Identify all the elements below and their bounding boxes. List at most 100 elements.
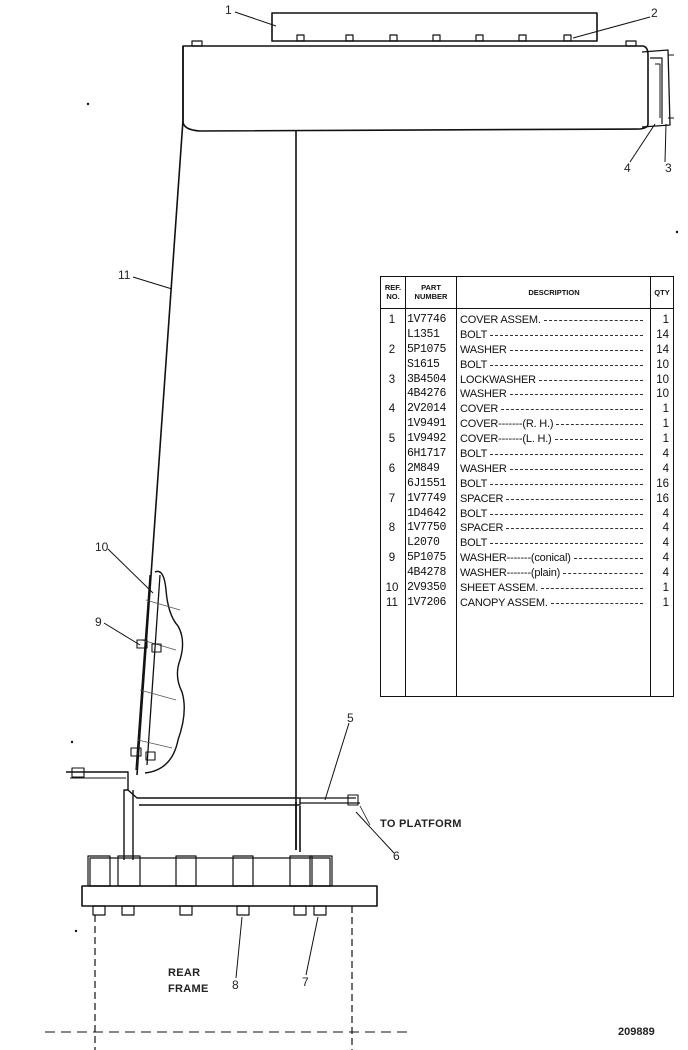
qty: 4 [662,552,669,565]
mounting-plate [45,855,410,1050]
part-number: 1V7206 [407,595,447,609]
header-ref-line1: REF. [384,283,402,292]
description: COVER-------(R. H.) [460,418,554,431]
description: COVER ASSEM. [460,314,541,326]
qty: 14 [656,328,669,341]
leader-dots [490,483,643,485]
qty: 14 [656,343,669,356]
ref-no: 7 [388,492,396,505]
description: BOLT [460,328,488,341]
qty: 16 [656,492,669,505]
leader-dots [510,468,643,470]
leader-dots [490,513,643,515]
description: WASHER-------(plain) [460,567,561,580]
callout-5: 5 [347,711,354,725]
leader-dots [501,409,643,411]
qty: 1 [662,582,669,595]
part-number: 2M849 [407,461,440,475]
part-number: 6J1551 [407,476,447,490]
leader-dots [490,334,643,336]
qty: 4 [662,522,669,535]
rear-frame-label-line2: FRAME [168,983,209,995]
sheet-assembly [130,570,185,774]
part-number: S1615 [407,357,440,371]
callout-7: 7 [302,975,309,989]
description: WASHER [460,462,507,475]
description: BOLT [460,507,488,520]
qty: 10 [656,358,669,371]
qty: 1 [662,403,669,416]
leader-dots [506,528,643,530]
leader-dots [490,454,643,456]
qty: 1 [662,314,669,326]
ref-no: 2 [388,343,396,356]
qty: 16 [656,477,669,490]
description: COVER-------(L. H.) [460,433,552,446]
leader-dots [510,349,643,351]
callout-10: 10 [95,540,109,554]
cover-assembly [271,12,598,42]
leader-dots [556,424,643,426]
leader-dots [490,364,643,366]
part-number: L2070 [407,536,440,550]
leader-dots [490,543,643,545]
callout-6: 6 [393,849,400,863]
leader-dots [563,573,643,575]
description: BOLT [460,358,488,371]
part-number: 1V9492 [407,432,447,446]
ref-no: 5 [388,433,396,446]
description: LOCKWASHER [460,373,536,386]
ref-no: 6 [388,462,396,475]
leader-dots [544,320,643,321]
table-row: 2 5P1075 WASHER 14 [381,343,673,358]
leader-dots [574,558,643,560]
ref-no: 11 [386,596,398,609]
part-number: 2V2014 [407,402,447,416]
part-number: 1V7750 [407,521,447,535]
leader-dots [555,439,643,441]
ref-no: 4 [388,403,396,416]
qty: 1 [662,433,669,446]
table-row: S1615 BOLT 10 [381,358,673,373]
qty: 1 [662,418,669,431]
to-platform-label: TO PLATFORM [380,818,462,830]
header-ref-line2: NO. [386,292,400,301]
description: BOLT [460,537,488,550]
part-number: 3B4504 [407,372,447,386]
platform-bracket [66,767,360,860]
description: WASHER [460,343,507,356]
qty: 4 [662,448,669,461]
ref-no: 1 [388,314,396,326]
figure-number: 209889 [618,1026,655,1038]
description: COVER [460,403,499,416]
table-row: 4 2V2014 COVER 1 [381,402,673,417]
qty: 4 [662,462,669,475]
leader-dots [539,379,643,381]
callout-1: 1 [225,3,232,17]
part-number: 4B4278 [407,566,447,580]
leader-lines [103,11,667,979]
ref-no: 10 [385,582,399,595]
leader-dots [510,394,643,396]
part-number: 6H1717 [407,447,447,461]
part-number: 5P1075 [407,551,447,565]
description: SPACER [460,522,504,535]
header-part-line1: PART [421,283,441,292]
header-part-line2: NUMBER [414,292,448,301]
leader-dots [551,602,643,604]
rear-frame-label-line1: REAR [168,967,201,979]
description: SHEET ASSEM. [460,582,539,595]
qty: 4 [662,507,669,520]
part-number: 5P1075 [407,342,447,356]
ref-no: 8 [388,522,396,535]
callout-9: 9 [95,615,102,629]
